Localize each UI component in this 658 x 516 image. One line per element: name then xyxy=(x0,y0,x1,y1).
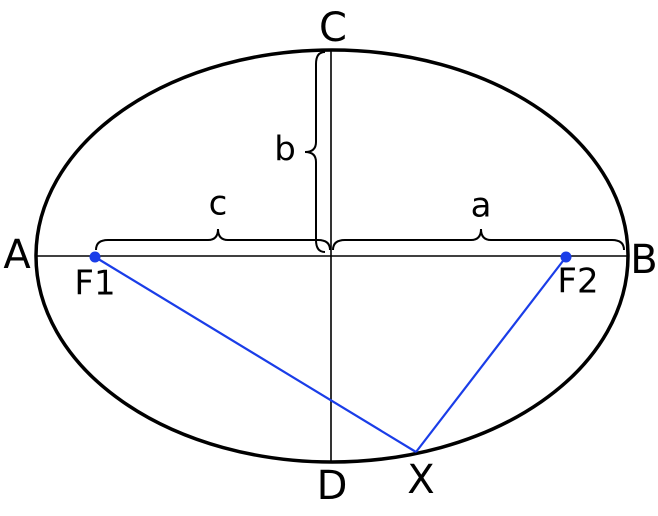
focal-line-f1-x xyxy=(94,256,417,453)
label-segment-b: b xyxy=(274,130,296,170)
label-b-vertex: B xyxy=(630,237,657,283)
label-f1: F1 xyxy=(74,264,115,304)
label-segment-a: a xyxy=(471,186,492,226)
label-segment-c: c xyxy=(209,184,228,224)
label-d-vertex: D xyxy=(317,463,348,509)
label-x-point: X xyxy=(407,457,434,503)
focus-f1-point xyxy=(89,251,101,263)
label-f2: F2 xyxy=(557,262,598,302)
focus-f2-point xyxy=(560,251,572,263)
label-c-vertex: C xyxy=(319,5,347,51)
brace-a xyxy=(332,228,625,251)
label-a-vertex: A xyxy=(3,232,31,278)
focal-line-f2-x xyxy=(415,256,567,453)
brace-b xyxy=(304,51,326,253)
brace-c xyxy=(95,228,331,251)
